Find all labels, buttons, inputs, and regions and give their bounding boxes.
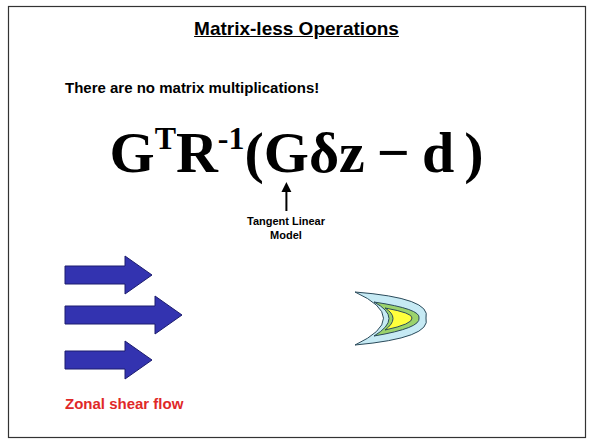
equation-symbol: (: [245, 120, 264, 186]
figure-label: Zonal shear flow: [65, 395, 183, 412]
flow-arrow: [65, 341, 152, 379]
crescent-figure: [355, 292, 426, 345]
crescent-inner: [385, 308, 412, 330]
slide-title: Matrix-less Operations: [0, 18, 593, 40]
flow-arrow: [65, 296, 182, 334]
flow-arrows: [65, 256, 182, 379]
equation-symbol: R: [176, 120, 218, 186]
annotation-text: Tangent Linear Model: [238, 214, 334, 242]
equation-symbol: ): [464, 120, 483, 186]
crescent-middle: [374, 302, 419, 336]
pointer-arrow: [285, 190, 287, 211]
statement-text: There are no matrix multiplications!: [65, 79, 319, 96]
slide-border: [9, 7, 586, 438]
equation: GTR-1(Gδz−d): [0, 120, 593, 186]
flow-arrow: [65, 256, 152, 294]
equation-symbol: d: [422, 120, 454, 186]
equation-symbol: −: [377, 120, 410, 186]
superscript: -1: [218, 120, 245, 156]
crescent-outer: [355, 292, 426, 345]
equation-symbol: G: [264, 120, 309, 186]
equation-symbol: δz: [309, 120, 365, 186]
superscript: T: [155, 120, 176, 156]
equation-symbol: G: [110, 120, 155, 186]
